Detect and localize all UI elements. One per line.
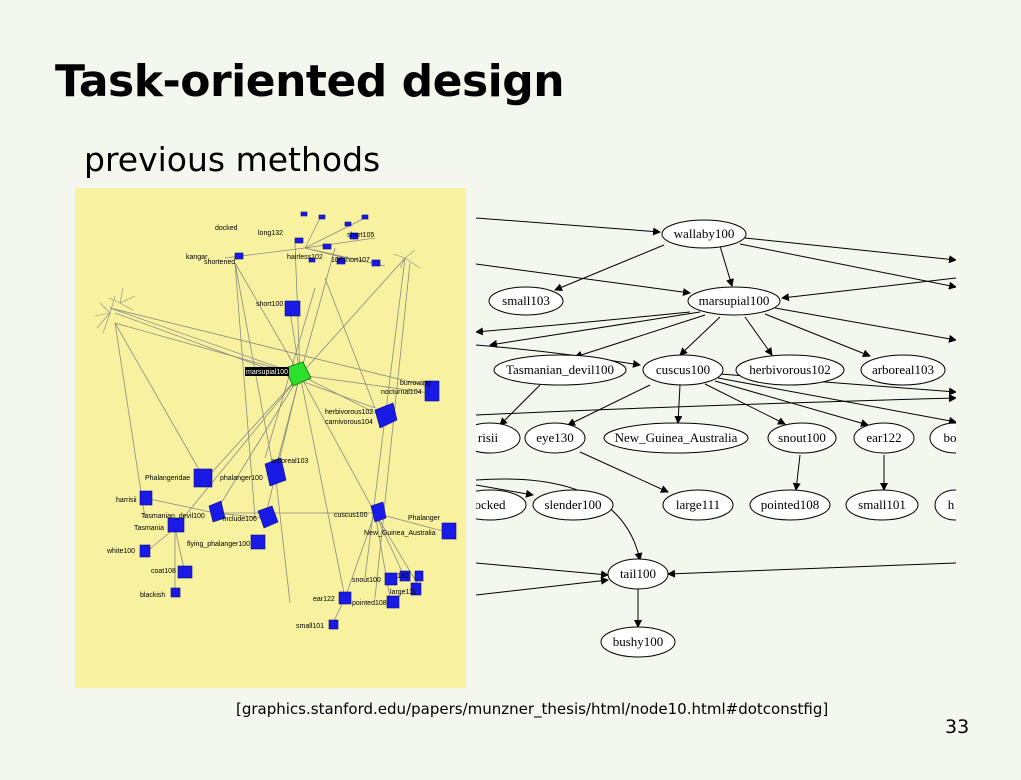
right-graph-edges (475, 217, 957, 628)
svg-text:small101: small101 (296, 623, 324, 630)
svg-text:nocturnal104: nocturnal104 (381, 389, 422, 396)
svg-text:shortened: shortened (204, 259, 235, 266)
svg-text:kangar: kangar (186, 254, 208, 261)
svg-text:marsupial100: marsupial100 (246, 369, 288, 376)
slide-title: Task-oriented design (55, 56, 565, 107)
node-tasmanian-devil: Tasmanian_devil100 (506, 362, 614, 377)
node-slender: slender100 (544, 497, 601, 512)
page-number: 33 (945, 716, 970, 738)
node-ocked: ocked (476, 497, 506, 512)
svg-text:arboreal103: arboreal103 (271, 458, 308, 465)
svg-text:short100: short100 (256, 301, 283, 308)
node-large111: large111 (676, 497, 720, 512)
node-h: h (948, 497, 955, 512)
node-cuscus: cuscus100 (656, 362, 710, 377)
svg-text:hairless102: hairless102 (287, 254, 323, 261)
svg-text:large111: large111 (390, 589, 416, 596)
left-graph-focus-node (284, 361, 312, 387)
svg-text:docked: docked (215, 225, 238, 232)
svg-text:cuscus100: cuscus100 (334, 512, 368, 519)
node-marsupial: marsupial100 (699, 293, 770, 308)
svg-text:Tasmania: Tasmania (134, 525, 164, 532)
svg-text:snout100: snout100 (352, 577, 381, 584)
left-graph-clusters (94, 249, 421, 334)
node-risii: risii (478, 430, 499, 445)
node-eye130: eye130 (536, 430, 574, 445)
svg-text:white100: white100 (106, 548, 135, 555)
node-new-guinea: New_Guinea_Australia (615, 430, 738, 445)
svg-text:blackish: blackish (140, 592, 165, 599)
svg-text:100short107: 100short107 (331, 257, 370, 264)
right-graph-node-labels: wallaby100 small103 marsupial100 Tasmani… (474, 226, 957, 649)
svg-text:harrisii: harrisii (116, 497, 137, 504)
node-tail: tail100 (620, 566, 656, 581)
svg-text:carnivorous104: carnivorous104 (325, 419, 373, 426)
right-graph-node-shapes (453, 219, 981, 658)
node-ear122: ear122 (866, 430, 901, 445)
svg-text:long132: long132 (258, 230, 283, 237)
node-bo: bo (944, 430, 957, 445)
node-bushy: bushy100 (613, 634, 664, 649)
svg-text:short105: short105 (347, 232, 374, 239)
svg-text:Phalangeridae: Phalangeridae (145, 475, 190, 482)
svg-text:New_Guinea_Australia: New_Guinea_Australia (364, 530, 436, 537)
node-small101: small101 (858, 497, 906, 512)
svg-text:phalanger100: phalanger100 (220, 475, 263, 482)
svg-text:130: 130 (397, 573, 409, 580)
svg-text:include106: include106 (223, 516, 257, 523)
node-snout: snout100 (778, 430, 826, 445)
left-graph-nodes (139, 211, 457, 630)
node-pointed108: pointed108 (761, 497, 820, 512)
svg-text:pointed108: pointed108 (352, 600, 387, 607)
svg-text:flying_phalanger100: flying_phalanger100 (187, 541, 250, 548)
left-graph-svg: docked long132 short105 kangar shortened… (94, 211, 457, 630)
citation-text: [graphics.stanford.edu/papers/munzner_th… (236, 700, 829, 718)
left-graph-labels: docked long132 short105 kangar shortened… (106, 225, 441, 630)
svg-text:Phalanger: Phalanger (408, 515, 441, 522)
node-wallaby: wallaby100 (674, 226, 735, 241)
right-graph-panel: wallaby100 small103 marsupial100 Tasmani… (453, 210, 981, 680)
right-graph-svg: wallaby100 small103 marsupial100 Tasmani… (453, 217, 981, 658)
node-herbivorous: herbivorous102 (749, 362, 831, 377)
node-small103: small103 (502, 293, 550, 308)
svg-text:Tasmanian_devil100: Tasmanian_devil100 (141, 513, 205, 520)
left-graph-panel: docked long132 short105 kangar shortened… (75, 188, 466, 688)
svg-text:herbivorous102: herbivorous102 (325, 409, 373, 416)
left-graph-edges (109, 217, 451, 624)
svg-text:ear122: ear122 (313, 596, 335, 603)
svg-text:coat108: coat108 (151, 568, 176, 575)
node-arboreal: arboreal103 (872, 362, 934, 377)
slide-subtitle: previous methods (84, 140, 381, 179)
svg-text:burrowing: burrowing (400, 380, 431, 387)
